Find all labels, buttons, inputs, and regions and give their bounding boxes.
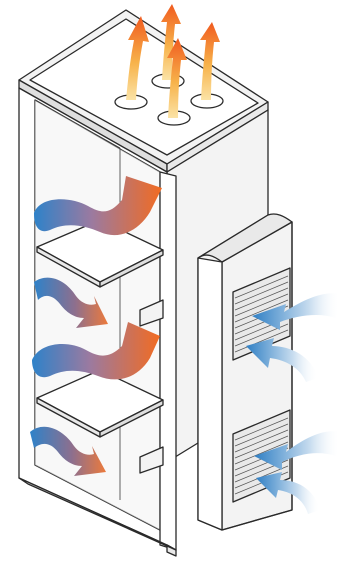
cooling-diagram — [0, 0, 352, 563]
diagram-canvas — [0, 0, 352, 563]
